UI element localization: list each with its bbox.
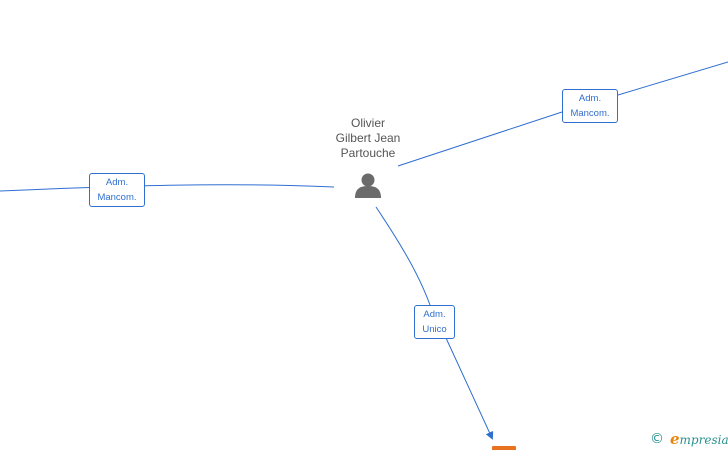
edge-label-role: Adm. <box>578 93 602 104</box>
edge-label-type: Mancom. <box>570 107 610 119</box>
empresia-watermark: © empresia <box>650 430 728 448</box>
edge-label-left[interactable]: Adm. Mancom. <box>89 173 145 207</box>
edge-label-type: Mancom. <box>97 191 137 203</box>
edge-label-role: Adm. <box>423 309 446 320</box>
edge-line-left <box>0 184 335 192</box>
copyright-icon: © <box>650 431 664 447</box>
brand-initial: e <box>670 430 680 448</box>
brand-logo: empresia <box>670 430 728 448</box>
target-company-node[interactable] <box>492 446 516 450</box>
edge-line-down <box>375 206 492 438</box>
person-icon[interactable] <box>355 173 381 199</box>
edge-label-down[interactable]: Adm. Unico <box>414 305 455 339</box>
brand-name: mpresia <box>679 433 728 447</box>
person-name-label[interactable]: Olivier Gilbert Jean Partouche <box>335 116 401 160</box>
edge-line-right <box>397 61 728 167</box>
edge-label-right[interactable]: Adm. Mancom. <box>562 89 618 123</box>
edge-label-role: Adm. <box>105 177 129 188</box>
edge-label-type: Unico <box>422 323 447 335</box>
